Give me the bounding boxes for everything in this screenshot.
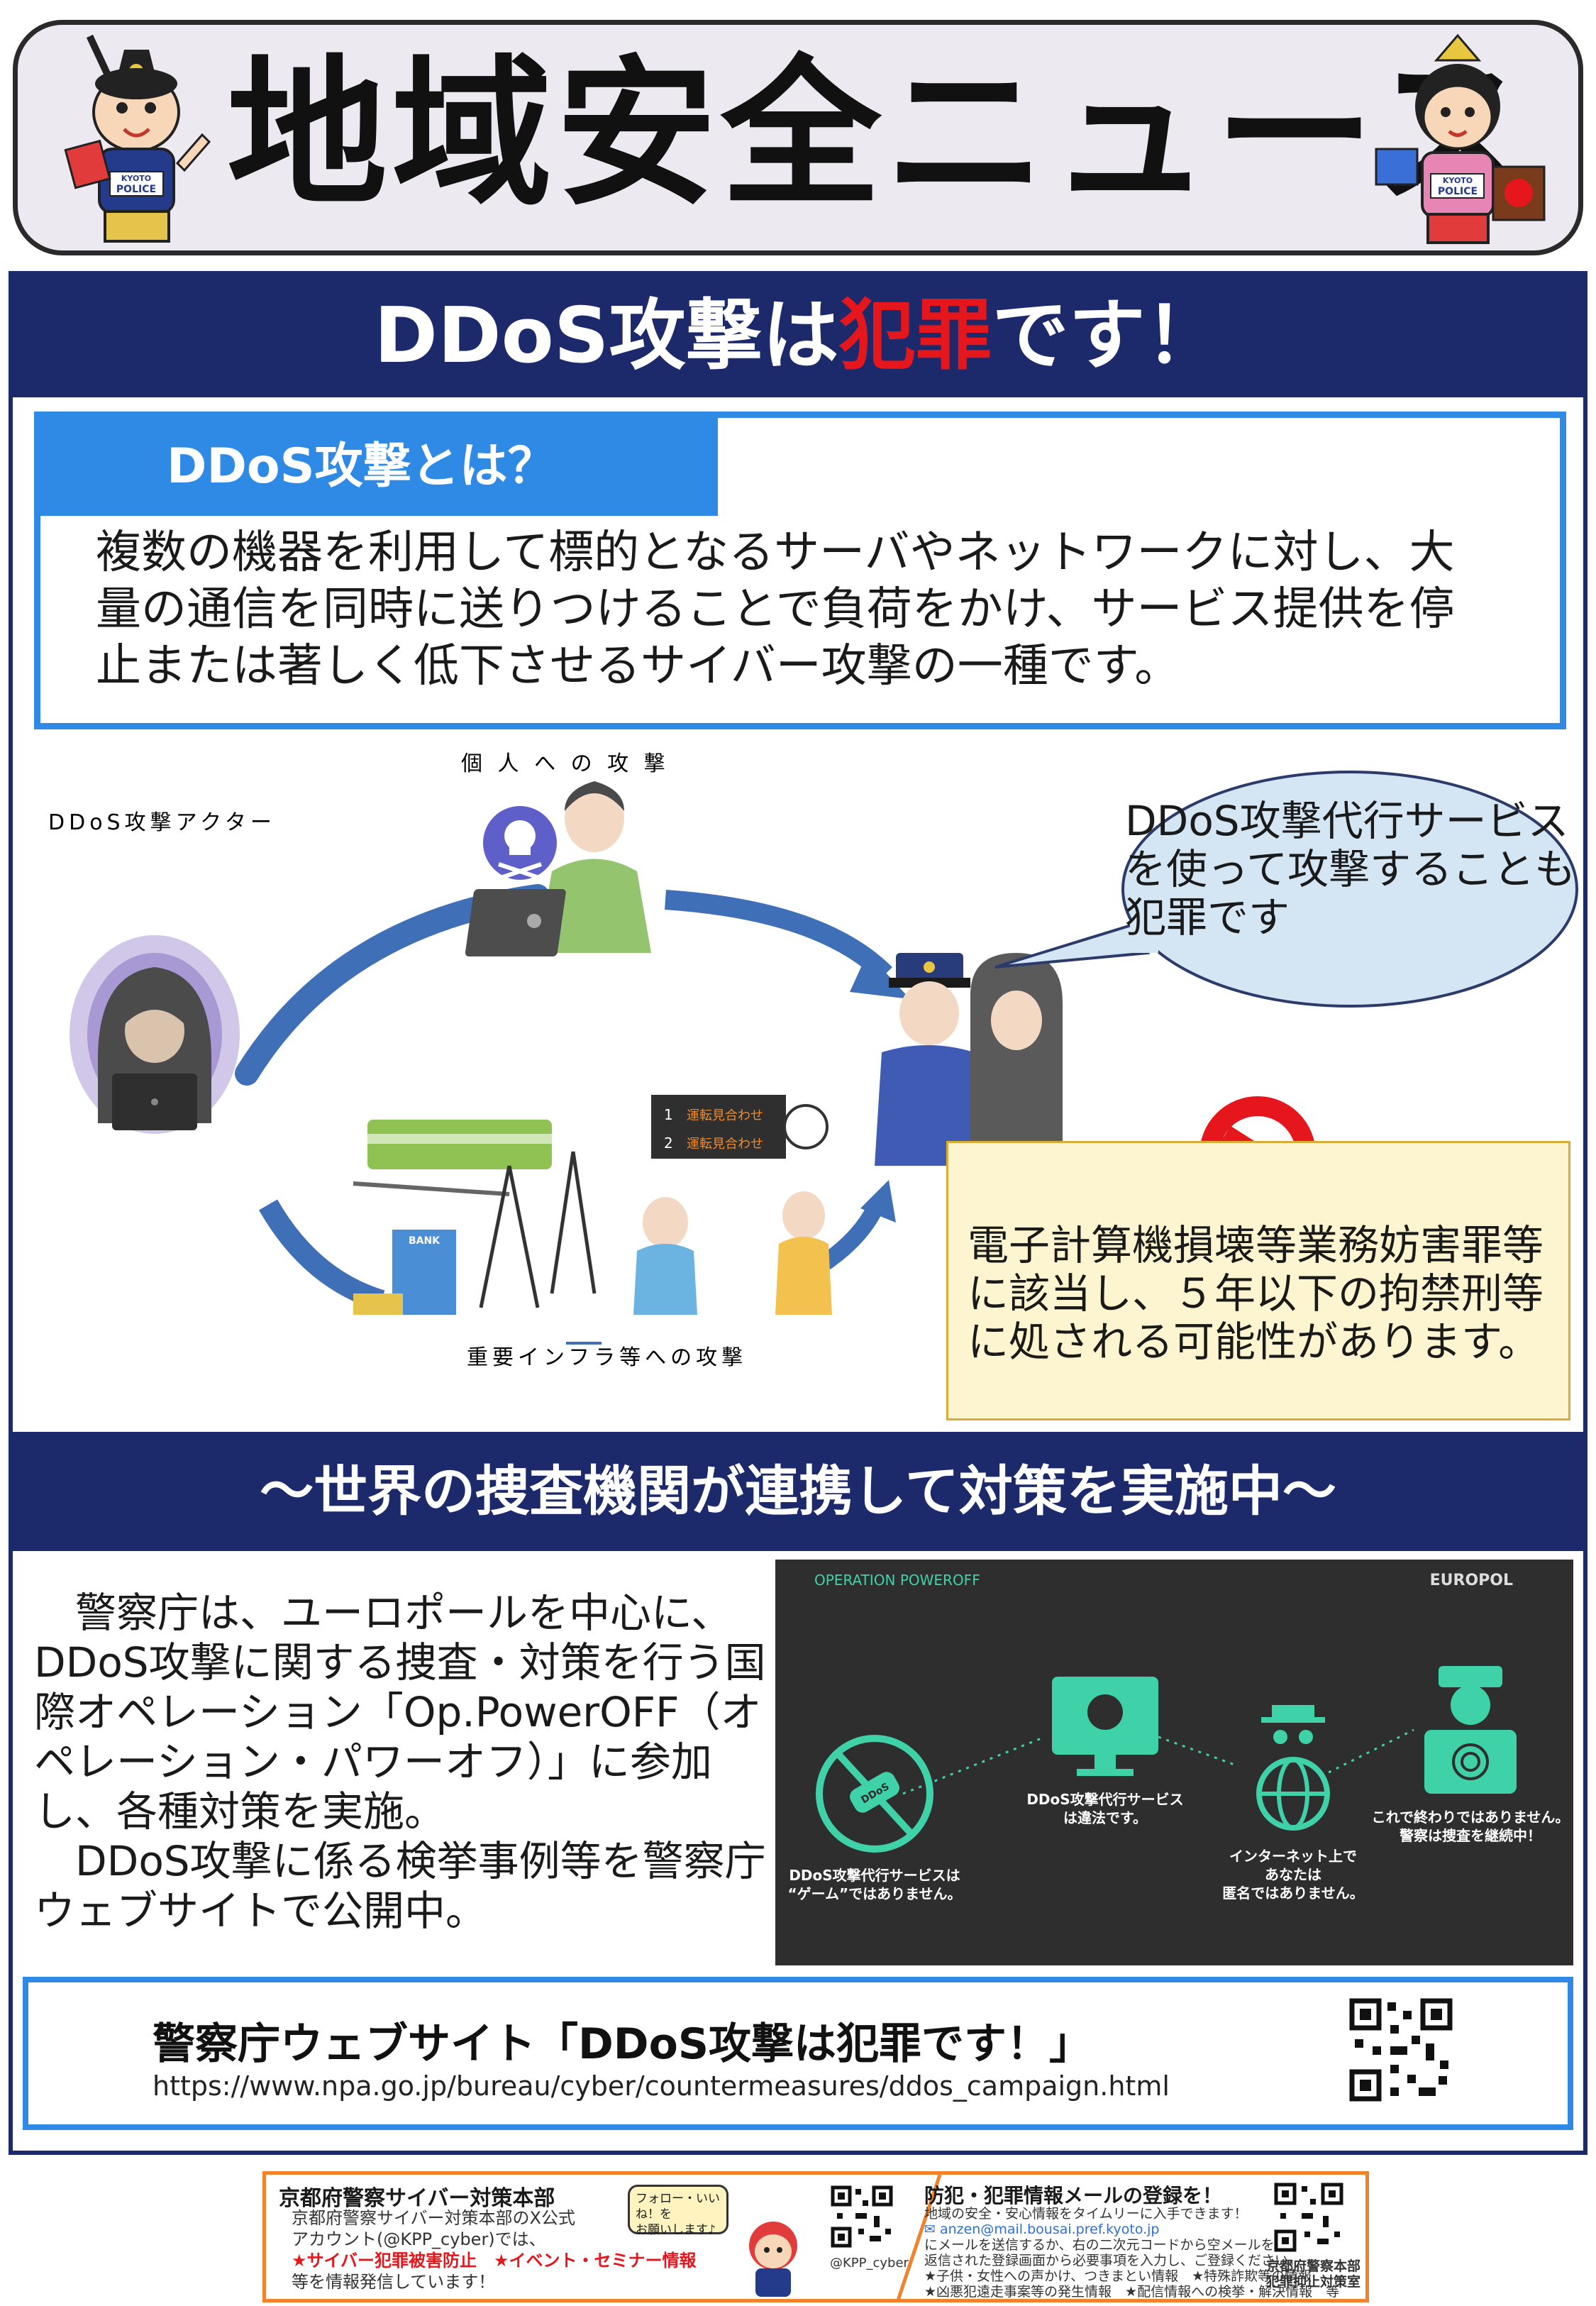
headline-emphasis: 犯罪 <box>838 292 992 380</box>
caption-actor: DDoS攻撃アクター <box>48 810 276 835</box>
attack-illustration: BANK 1 運転見合わせ 2 運転見合わせ 個 人 へ の 攻 撃 DDoS攻… <box>48 751 1578 1370</box>
cooperation-text: 警察庁は、ユーロポールを中心に、DDoS攻撃に関する捜査・対策を行う国際オペレー… <box>34 1588 772 1936</box>
headline-banner <box>13 275 1583 397</box>
main-panel: DDoS攻撃は犯罪です！ DDoS攻撃とは？ 複数の機器を利用して標的となるサー… <box>9 271 1587 2155</box>
caption-infra: 重要インフラ等への攻撃 <box>467 1345 747 1370</box>
footer-left-highlight: ★サイバー犯罪被害防止 ★イベント・セミナー情報 <box>292 2251 697 2271</box>
cooperation-banner <box>13 1432 1583 1551</box>
svg-text:POLICE: POLICE <box>116 184 156 195</box>
europol-brand: EUROPOL <box>1430 1572 1513 1589</box>
europol-poweroff-graphic: OPERATION POWEROFF EUROPOL DDoS DDoS攻撃代行… <box>775 1560 1573 1965</box>
sign-number: 1 <box>664 1106 673 1123</box>
footer-right-line: 地域の安全・安心情報をタイムリーに入手できます！ <box>924 2206 1248 2222</box>
x-account-qr-icon[interactable] <box>830 2185 894 2249</box>
footer-right-line: 返信された登録画面から必要事項を入力し、ご登録ください。 <box>924 2253 1302 2268</box>
footer-right-line: にメールを送信するか、右の二次元コードから空メールを送信し、 <box>924 2237 1329 2253</box>
caption-individual: 個 人 へ の 攻 撃 <box>461 751 670 776</box>
europol-caption-2: DDoS攻撃代行サービスは違法です。 <box>1026 1791 1183 1826</box>
europol-caption-1: DDoS攻撃代行サービスは“ゲーム”ではありません。 <box>787 1867 961 1902</box>
svg-text:KYOTO: KYOTO <box>121 174 151 183</box>
footer-left-line: 等を情報発信しています！ <box>292 2272 496 2292</box>
definition-tab <box>40 418 718 516</box>
sign-number: 2 <box>664 1135 673 1152</box>
sign-line: 運転見合わせ <box>687 1137 763 1152</box>
footer-right-line[interactable]: ✉ anzen@mail.bousai.pref.kyoto.jp <box>924 2222 1160 2237</box>
bubble-text: DDoS攻撃代行サービス を使って攻撃することも 犯罪です <box>1125 797 1593 942</box>
sign-line: 運転見合わせ <box>687 1108 763 1123</box>
footer-banner: 京都府警察サイバー対策本部 京都府警察サイバー対策本部のX公式 アカウント(@K… <box>262 2171 1369 2302</box>
svg-text:KYOTO: KYOTO <box>1443 176 1473 185</box>
footer-right-line: ★子供・女性への声かけ、つきまとい情報 ★特殊詐欺等の情報 <box>924 2268 1312 2284</box>
definition-text: 複数の機器を利用して標的となるサーバやネットワークに対し、大 量の通信を同時に送… <box>96 524 1550 695</box>
footer-divider-icon <box>895 2175 942 2302</box>
mascot-girl-icon: KYOTO POLICE <box>1375 33 1546 244</box>
bubble-line: DDoS攻撃代行サービス <box>1125 797 1569 845</box>
footer-right-org: 京都府警察本部 犯罪抑止対策室 <box>1266 2258 1361 2290</box>
europol-caption-3: インターネット上であなたは匿名ではありません。 <box>1222 1848 1363 1902</box>
definition-box: DDoS攻撃とは？ 複数の機器を利用して標的となるサーバやネットワークに対し、大… <box>34 412 1566 729</box>
penalty-line: に処される可能性があります。 <box>968 1318 1540 1366</box>
bank-label: BANK <box>409 1235 440 1247</box>
europol-caption-4: これで終わりではありません。警察は捜査を継続中！ <box>1372 1809 1570 1844</box>
headline: DDoS攻撃は犯罪です！ <box>13 275 1583 397</box>
svg-text:POLICE: POLICE <box>1438 186 1478 197</box>
npa-link-url[interactable]: https://www.npa.go.jp/bureau/cyber/count… <box>153 2070 1170 2102</box>
definition-line: 量の通信を同時に送りつけることで負荷をかけ、サービス提供を停 <box>96 583 1455 636</box>
penalty-text: 電子計算機損壊等業務妨害罪等 に該当し、５年以下の拘禁刑等 に処される可能性があ… <box>968 1221 1563 1366</box>
headline-text: DDoS攻撃は <box>374 292 839 380</box>
follow-bubble: フォロー・いいね！を お願いします♪ <box>628 2185 728 2237</box>
mascot-cyber-icon <box>749 2222 797 2297</box>
cooperation-title: ～世界の捜査機関が連携して対策を実施中～ <box>260 1460 1336 1523</box>
cooperation-paragraph: DDoS攻撃に係る検挙事例等を警察庁ウェブサイトで公開中。 <box>34 1837 766 1935</box>
qr-code-icon[interactable] <box>1348 1997 1454 2103</box>
definition-line: 複数の機器を利用して標的となるサーバやネットワークに対し、大 <box>96 526 1455 579</box>
definition-line: 止または著しく低下させるサイバー攻撃の一種です。 <box>96 640 1180 693</box>
penalty-line: 電子計算機損壊等業務妨害罪等 <box>968 1221 1544 1269</box>
npa-link-box: 警察庁ウェブサイト「DDoS攻撃は犯罪です！」 https://www.npa.… <box>23 1977 1573 2130</box>
footer-right-title: 防犯・犯罪情報メールの登録を！ <box>924 2184 1223 2207</box>
operation-label: OPERATION POWEROFF <box>814 1572 980 1589</box>
definition-label: DDoS攻撃とは？ <box>167 438 556 495</box>
penalty-line: に該当し、５年以下の拘禁刑等 <box>968 1269 1544 1318</box>
footer-right-line: ★凶悪犯遠走事案等の発生情報 ★配信情報への検挙・解決情報 等 <box>924 2284 1340 2300</box>
npa-link-title: 警察庁ウェブサイト「DDoS攻撃は犯罪です！」 <box>153 2019 1092 2069</box>
headline-suffix: です！ <box>992 292 1222 380</box>
penalty-note <box>946 1141 1570 1420</box>
footer-left-line: アカウント(@KPP_cyber)では、 <box>292 2229 546 2249</box>
footer-left-title: 京都府警察サイバー対策本部 <box>279 2186 555 2211</box>
mail-registration-qr-icon[interactable] <box>1273 2182 1344 2253</box>
masthead-title: 地域安全ニュース <box>227 41 1536 228</box>
bubble-line: 犯罪です <box>1125 893 1290 942</box>
cooperation-paragraph: 警察庁は、ユーロポールを中心に、DDoS攻撃に関する捜査・対策を行う国際オペレー… <box>34 1589 766 1836</box>
x-account-handle: @KPP_cyber <box>830 2256 909 2271</box>
bubble-line: を使って攻撃することも <box>1125 845 1576 893</box>
mascot-boy-icon: KYOTO POLICE <box>64 34 211 243</box>
footer-left-line: 京都府警察サイバー対策本部のX公式 <box>292 2208 575 2228</box>
masthead <box>13 20 1583 255</box>
